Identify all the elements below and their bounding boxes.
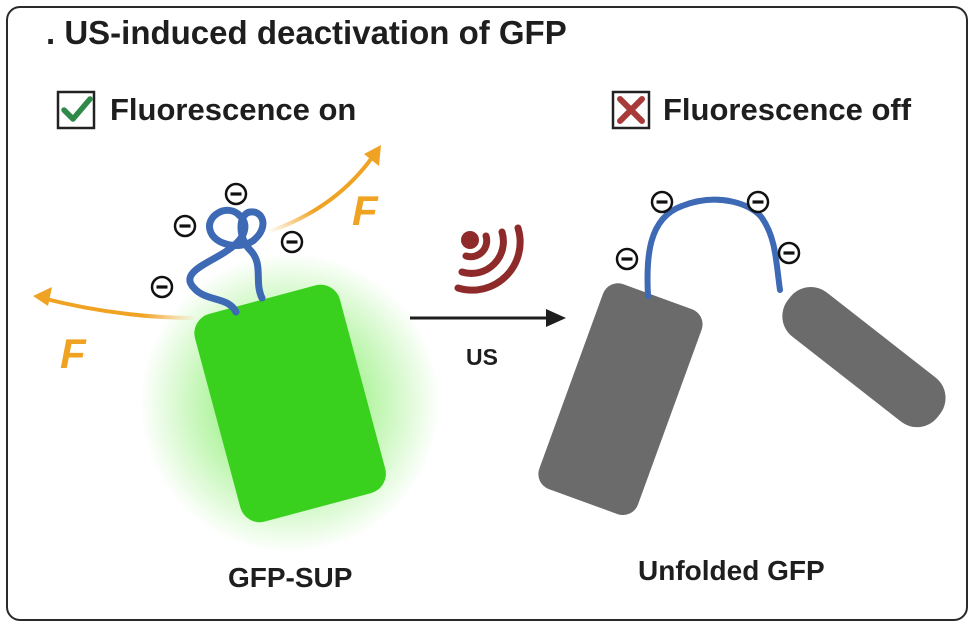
gfp-barrel xyxy=(194,284,386,523)
negative-charge-icon xyxy=(150,275,174,299)
ultrasound-arrow-label: US xyxy=(466,344,498,370)
ultrasound-icon xyxy=(454,224,524,294)
unfolded-segment-right xyxy=(782,287,946,428)
figure-title: . US-induced deactivation of GFP xyxy=(46,14,567,51)
unfolded-gfp-label: Unfolded GFP xyxy=(638,555,825,586)
gfp-sup-label: GFP-SUP xyxy=(228,562,353,593)
fluorescence-on-label: Fluorescence on xyxy=(110,92,357,127)
negative-charge-icon xyxy=(746,190,770,214)
fluorescence-off-label: Fluorescence off xyxy=(663,92,912,127)
negative-charge-icon xyxy=(777,241,801,265)
emission-arrow-left xyxy=(40,296,198,320)
emission-arrow-right xyxy=(266,150,378,234)
emission-arrowhead-left xyxy=(33,287,52,306)
emission-arrowhead-right xyxy=(364,145,381,166)
process-arrow xyxy=(410,309,566,327)
supercharged-polypeptide-extended xyxy=(644,196,783,299)
negative-charge-icon xyxy=(650,190,674,214)
checkbox-check-icon xyxy=(56,90,96,130)
emission-letter-left: F xyxy=(60,330,87,377)
supercharged-polypeptide-tangled xyxy=(186,206,267,316)
negative-charge-icon xyxy=(224,182,248,206)
checkbox-cross-icon xyxy=(611,90,651,130)
negative-charge-icon xyxy=(615,247,639,271)
negative-charge-icon xyxy=(173,214,197,238)
negative-charge-icon xyxy=(280,230,304,254)
emission-letter-right: F xyxy=(352,187,379,234)
unfolded-segment-left xyxy=(538,283,703,516)
